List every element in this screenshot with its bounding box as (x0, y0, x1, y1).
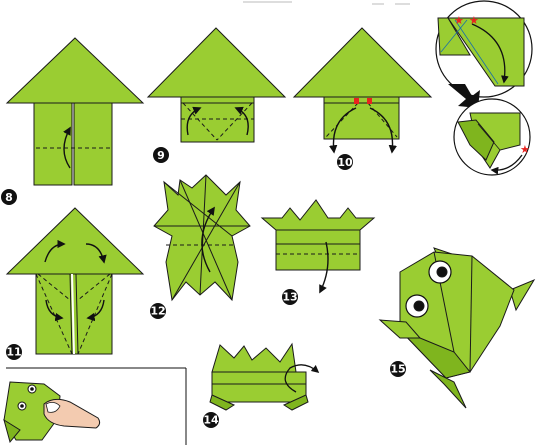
step-10-right-arrow (369, 107, 397, 154)
svg-text:★: ★ (520, 143, 530, 156)
step-8-label: 8 (5, 191, 13, 204)
step-10-label: 10 (337, 156, 353, 169)
step-8-left-panel (33, 102, 73, 186)
step-15-frog (378, 247, 536, 409)
detail-transition-arrow (448, 84, 480, 108)
step-14-badge: 14 (203, 412, 219, 428)
step-8-right-panel (73, 102, 113, 186)
step-9-label: 9 (157, 149, 165, 162)
step-9-left-arrow (186, 106, 202, 136)
step-12-diagram (153, 174, 251, 302)
step-11-arrow-tr (85, 243, 107, 264)
step-8-badge: 8 (1, 189, 17, 205)
step-12-badge: 12 (150, 303, 166, 319)
frog-back-leg (429, 369, 467, 409)
step-11-badge: 11 (6, 344, 22, 360)
step-15-badge: 15 (390, 361, 406, 377)
step-11-diagram (5, 207, 145, 355)
step-11-triangle (5, 207, 145, 275)
step-15-label: 15 (390, 363, 405, 376)
step-12-fold-arrow (201, 206, 215, 273)
step-13-diagram (260, 199, 376, 294)
top-faint-marks (243, 1, 410, 5)
step-8-diagram (5, 37, 145, 186)
step-14-label: 14 (203, 414, 219, 427)
svg-text:★: ★ (454, 14, 464, 27)
step-10-triangle (292, 27, 433, 98)
step-9-triangle (146, 27, 287, 98)
step-8-triangle (5, 37, 145, 104)
step-10-left-arrow (329, 107, 357, 154)
step-11-label: 11 (6, 346, 21, 359)
step-10-diagram (292, 27, 433, 154)
step-13-label: 13 (282, 291, 297, 304)
step-11-arrow-bl (45, 299, 64, 322)
step-11-arrow-tl (44, 239, 66, 263)
step-14-body (211, 371, 307, 403)
step-10-body (323, 96, 400, 140)
step-14-legs (211, 342, 297, 373)
step-13-body (275, 229, 361, 271)
step-9-right-arrow (234, 106, 249, 136)
detail-circle-bottom: ★ (453, 98, 531, 176)
step-11-arrow-br (86, 299, 105, 322)
step-8-fold-arrow (63, 126, 71, 169)
step-9-diagram (146, 27, 287, 143)
step-14-diagram (209, 342, 320, 411)
step-10-badge: 10 (337, 154, 353, 170)
svg-text:★: ★ (469, 14, 479, 27)
step-13-badge: 13 (282, 289, 298, 305)
frog-left-leg (378, 319, 422, 339)
step-9-badge: 9 (153, 147, 169, 163)
finger-inset (3, 367, 187, 445)
frog-back-leg-right (509, 278, 536, 312)
step-13-fold-arrow (319, 241, 329, 294)
detail-circle-top: ★ ★ (435, 0, 533, 98)
step-14-rotate-arrow (284, 364, 320, 393)
step-13-top (260, 199, 376, 231)
step-12-label: 12 (150, 305, 165, 318)
